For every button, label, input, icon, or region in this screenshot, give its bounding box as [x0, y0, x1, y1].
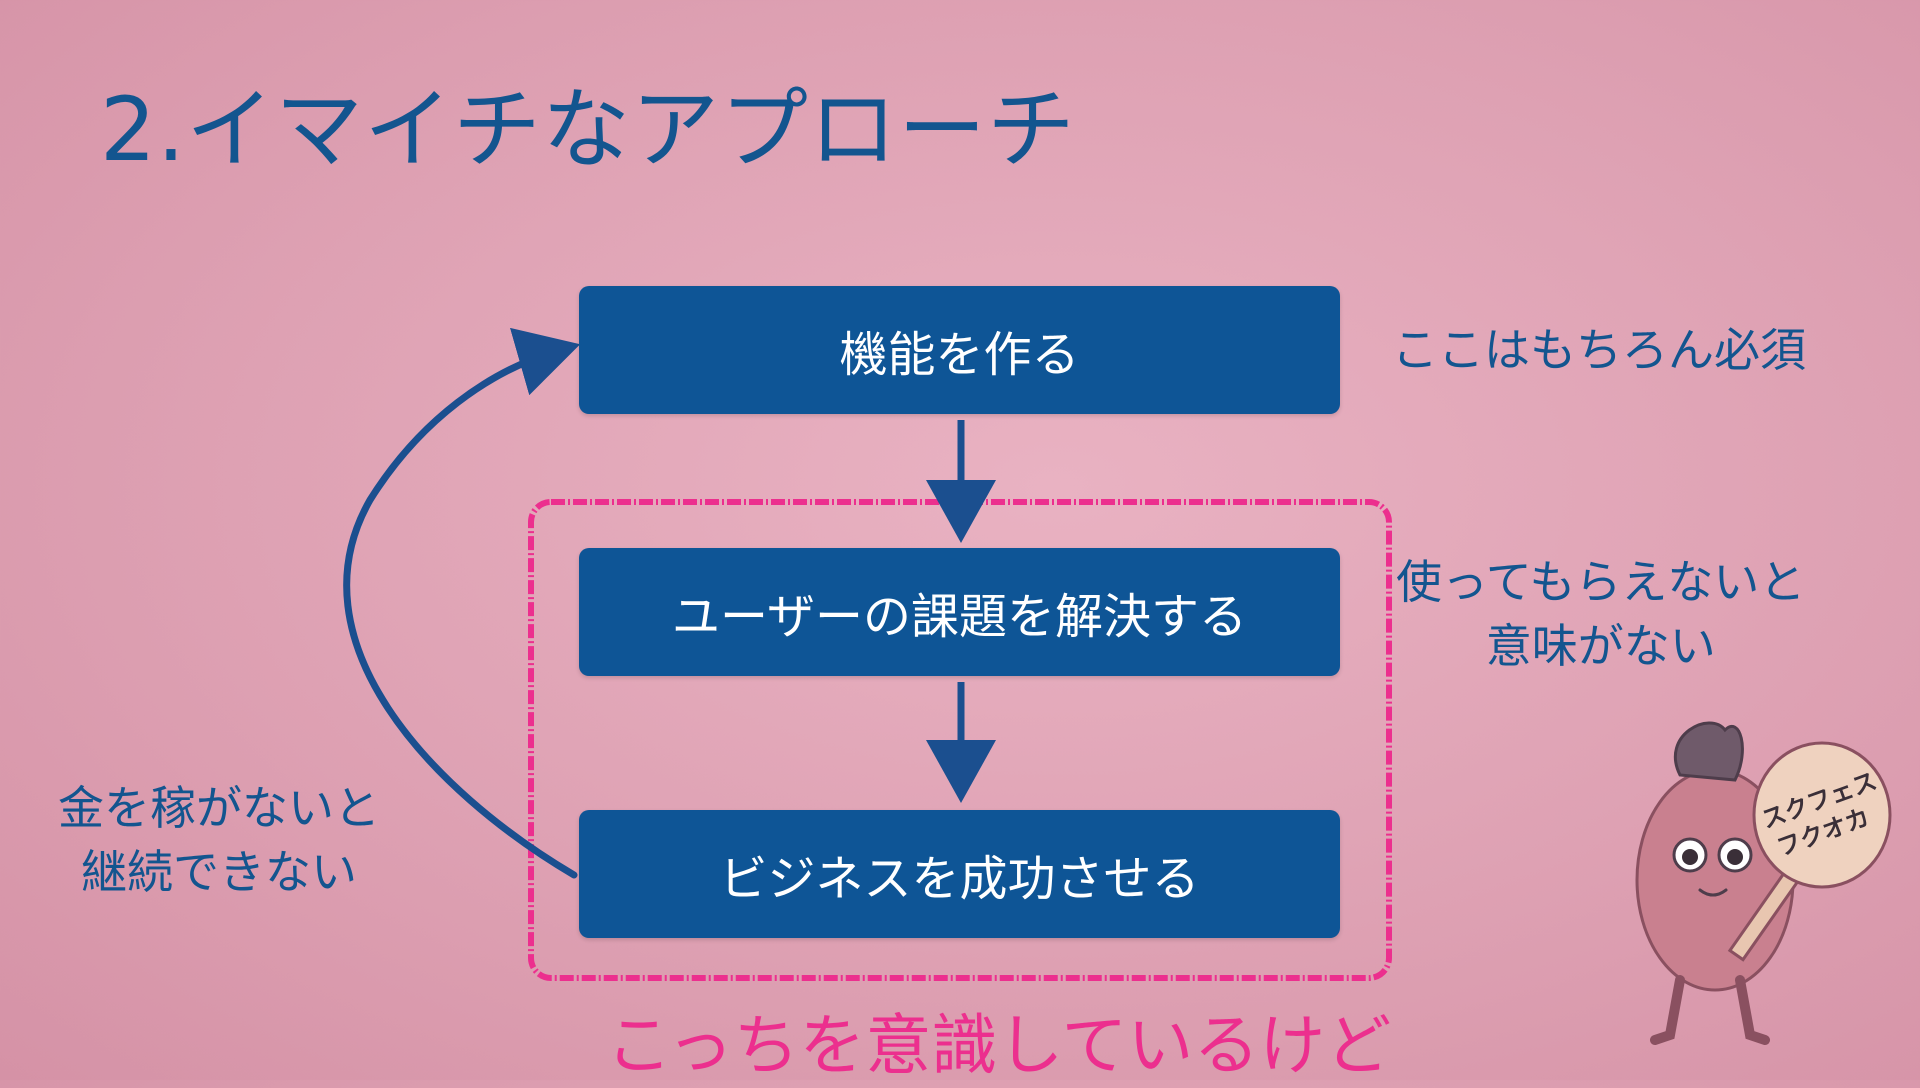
note-required: ここはもちろん必須: [1392, 318, 1806, 382]
focus-label: こっちを意識しているけど: [606, 1007, 1392, 1084]
note-must-be-used: 使ってもらえないと 意味がない: [1396, 550, 1805, 679]
note-must-be-used-line1: 使ってもらえないと: [1396, 555, 1806, 609]
note-must-earn-money-line2: 継続できない: [81, 845, 357, 900]
step-business-success: ビジネスを成功させる: [579, 810, 1340, 938]
note-must-earn-money-line1: 金を稼がないと: [58, 781, 380, 835]
note-must-be-used-line2: 意味がない: [1485, 619, 1716, 674]
arrow-loop-back: [343, 327, 581, 879]
mascot-illustration: スクフェス フクオカ: [1635, 721, 1892, 1045]
note-required-text: ここはもちろん必須: [1392, 323, 1806, 377]
step-solve-user-problem: ユーザーの課題を解決する: [579, 548, 1340, 676]
slide-title: 2.イマイチなアプローチ: [100, 78, 1076, 181]
step-build-features: 機能を作る: [579, 286, 1340, 414]
note-must-earn-money: 金を稼がないと 継続できない: [58, 776, 380, 905]
